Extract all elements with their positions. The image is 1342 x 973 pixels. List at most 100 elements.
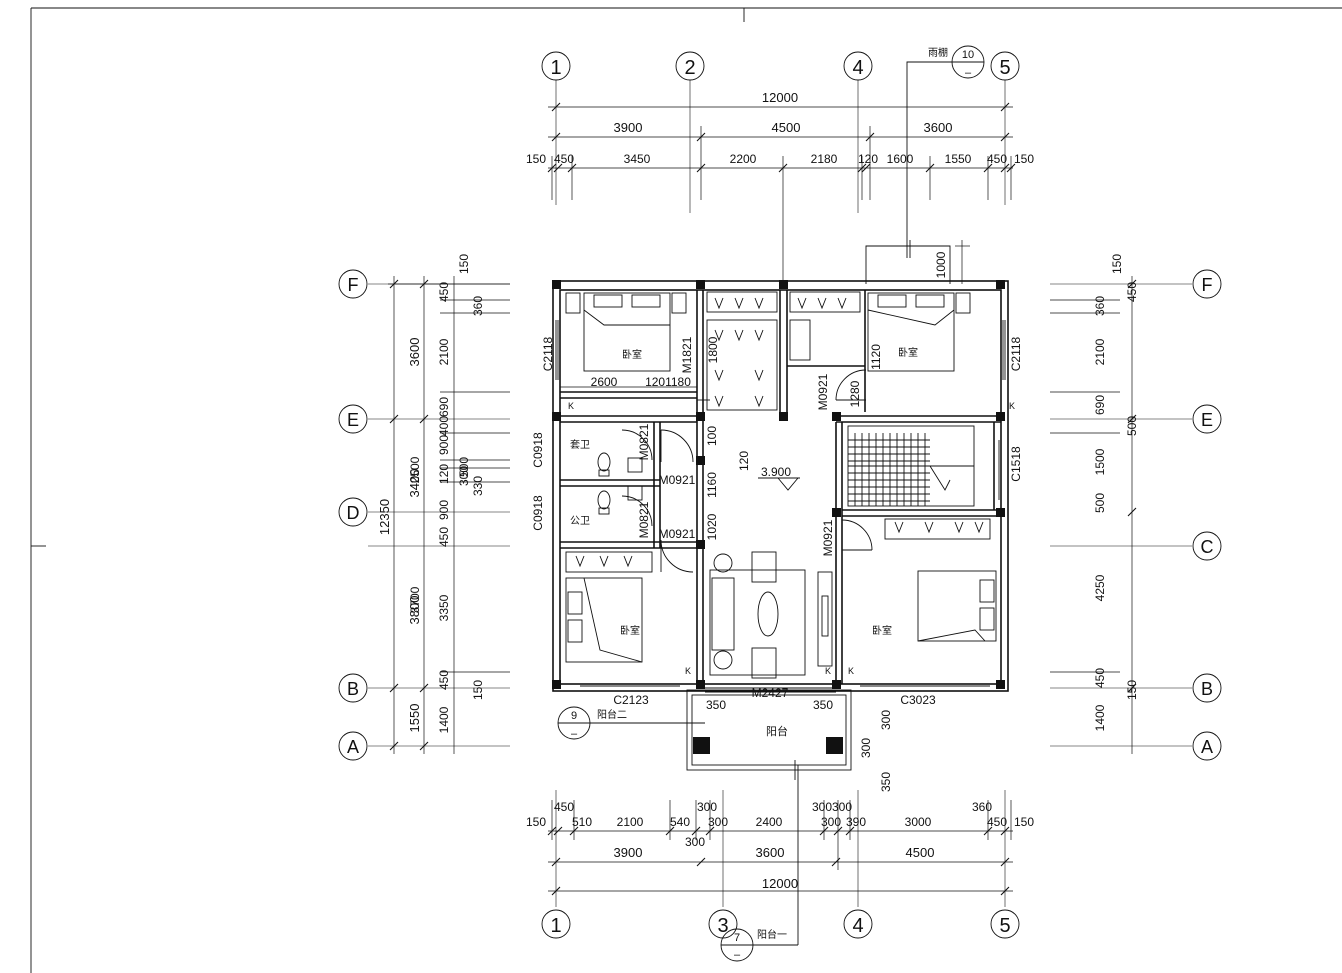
door-M0921-d: M0921 xyxy=(821,519,835,556)
room-bedroom-ne: 卧室 xyxy=(898,346,918,359)
right-detail-1500: 1500 xyxy=(1093,448,1107,475)
floor-level-text: 3.900 xyxy=(761,465,791,479)
bottom-detail-3000: 3000 xyxy=(905,815,932,829)
grid-label-3-bottom: 3 xyxy=(717,915,728,937)
structural-columns xyxy=(552,280,1005,754)
furniture-living xyxy=(709,551,833,679)
door-M1821: M1821 xyxy=(680,336,694,373)
bottom-detail-450: 450 xyxy=(554,800,574,814)
grid-label-A-left: A xyxy=(347,737,359,757)
grid-lines xyxy=(368,80,1192,907)
bottom-bay-dim-2: 3600 xyxy=(756,845,785,860)
door-M0921-b: M0921 xyxy=(659,527,696,541)
dim-1120: 1120 xyxy=(869,344,883,370)
furniture-beds xyxy=(565,292,997,663)
furniture-wardrobes xyxy=(565,291,991,573)
left-detail-150: 150 xyxy=(457,254,471,274)
top-detail-2200: 2200 xyxy=(730,152,757,166)
top-bay-dim-2: 4500 xyxy=(772,120,801,135)
balcony-outline: 阳台 xyxy=(686,683,852,780)
balcony-one-callout-number: 7 xyxy=(734,932,740,944)
left-detail-690: 690 xyxy=(437,397,451,417)
grid-label-F-left: F xyxy=(348,275,359,295)
left-dimensions: 12350 3600 3400 3800 1550 2500 3700 450 … xyxy=(377,254,510,754)
bottom-extra-300: 300 xyxy=(685,835,705,849)
left-detail-500: 500 xyxy=(457,457,471,477)
grid-label-D-left: D xyxy=(347,503,360,523)
dim-1800: 1800 xyxy=(706,336,720,363)
room-bedroom-sw: 卧室 xyxy=(620,624,640,637)
window-C2118-right: C2118 xyxy=(1009,336,1023,371)
dim-350-bottom: 350 xyxy=(879,772,893,792)
room-labels: 卧室 卧室 卧室 卧室 套卫 公卫 xyxy=(570,346,918,637)
bottom-bay-dim-3: 4500 xyxy=(906,845,935,860)
bottom-overall-dim: 12000 xyxy=(762,876,798,891)
top-detail-1550: 1550 xyxy=(945,152,972,166)
bottom-detail-450b: 450 xyxy=(987,815,1007,829)
window-C1518: C1518 xyxy=(1009,446,1023,482)
grid-bubbles-top: 1 2 4 5 xyxy=(541,51,1020,81)
left-detail-900b: 900 xyxy=(437,500,451,520)
door-M0921-c: M0921 xyxy=(816,373,830,410)
left-detail-120: 120 xyxy=(437,464,451,484)
balcony-label: 阳台 xyxy=(766,724,788,738)
left-bay-3400: 3400 xyxy=(407,469,422,498)
balcony-two-label: 阳台二 xyxy=(597,708,627,721)
grid-label-1-bottom: 1 xyxy=(550,915,561,937)
right-detail-450b: 450 xyxy=(1093,668,1107,688)
door-M0921-a: M0921 xyxy=(659,473,696,487)
top-detail-2180: 2180 xyxy=(811,152,838,166)
grid-label-B-right: B xyxy=(1201,679,1213,699)
window-C0918-b: C0918 xyxy=(531,495,545,531)
dim-1160: 1160 xyxy=(705,472,719,498)
left-detail-450: 450 xyxy=(437,282,451,302)
left-detail-2100: 2100 xyxy=(437,338,451,365)
grid-label-A-right: A xyxy=(1201,737,1213,757)
left-detail-360: 360 xyxy=(471,296,485,316)
balcony-two-callout-dash: – xyxy=(571,728,578,740)
window-labels: C2118 C2118 C0918 C0918 C1518 C2123 C302… xyxy=(531,336,1023,707)
bottom-detail-540: 540 xyxy=(670,815,690,829)
bottom-detail-150b: 150 xyxy=(1014,815,1034,829)
left-bay-3600: 3600 xyxy=(407,338,422,367)
right-detail-2100: 2100 xyxy=(1093,338,1107,365)
right-detail-500a: 500 xyxy=(1125,416,1139,436)
top-detail-450b: 450 xyxy=(987,152,1007,166)
right-detail-1400: 1400 xyxy=(1093,704,1107,731)
left-detail-330: 330 xyxy=(471,476,485,496)
marker-k-5: K xyxy=(848,666,854,676)
bottom-detail-2400: 2400 xyxy=(756,815,783,829)
right-detail-360: 360 xyxy=(1093,296,1107,316)
dim-2600: 2600 xyxy=(591,375,618,389)
top-detail-3450: 3450 xyxy=(624,152,651,166)
bottom-bay-dim-1: 3900 xyxy=(614,845,643,860)
right-detail-150b: 150 xyxy=(1125,680,1139,700)
dim-100: 100 xyxy=(705,426,719,446)
drawing-frame xyxy=(30,7,1342,973)
right-detail-450: 450 xyxy=(1125,282,1139,302)
canopy-depth-dim: 1000 xyxy=(934,251,948,278)
top-detail-150b: 150 xyxy=(1014,152,1034,166)
grid-label-B-left: B xyxy=(347,679,359,699)
door-M0821-b: M0821 xyxy=(637,501,651,538)
grid-label-F-right: F xyxy=(1202,275,1213,295)
marker-k-3: K xyxy=(685,666,691,676)
room-master-bath: 套卫 xyxy=(570,438,590,451)
left-bay-1550: 1550 xyxy=(407,704,422,733)
marker-k-2: K xyxy=(1009,401,1015,411)
bottom-detail-510: 510 xyxy=(572,815,592,829)
right-detail-4250: 4250 xyxy=(1093,574,1107,601)
left-detail-900a: 900 xyxy=(437,435,451,455)
grid-label-4-top: 4 xyxy=(852,57,863,79)
canopy-callout: 10 – 雨棚 1000 xyxy=(865,45,985,284)
bottom-detail-390: 390 xyxy=(846,815,866,829)
top-bay-dim-3: 3600 xyxy=(924,120,953,135)
top-detail-1600: 1600 xyxy=(887,152,914,166)
right-dimensions: 150 450 360 2100 690 500 1500 500 4250 4… xyxy=(1050,254,1139,754)
window-C2118-left: C2118 xyxy=(541,336,555,371)
top-overall-dim: 12000 xyxy=(762,90,798,105)
room-public-bath: 公卫 xyxy=(570,516,590,527)
left-bay-3700: 3700 xyxy=(408,586,422,613)
top-bay-dim-1: 3900 xyxy=(614,120,643,135)
left-overall-dim: 12350 xyxy=(377,499,392,535)
